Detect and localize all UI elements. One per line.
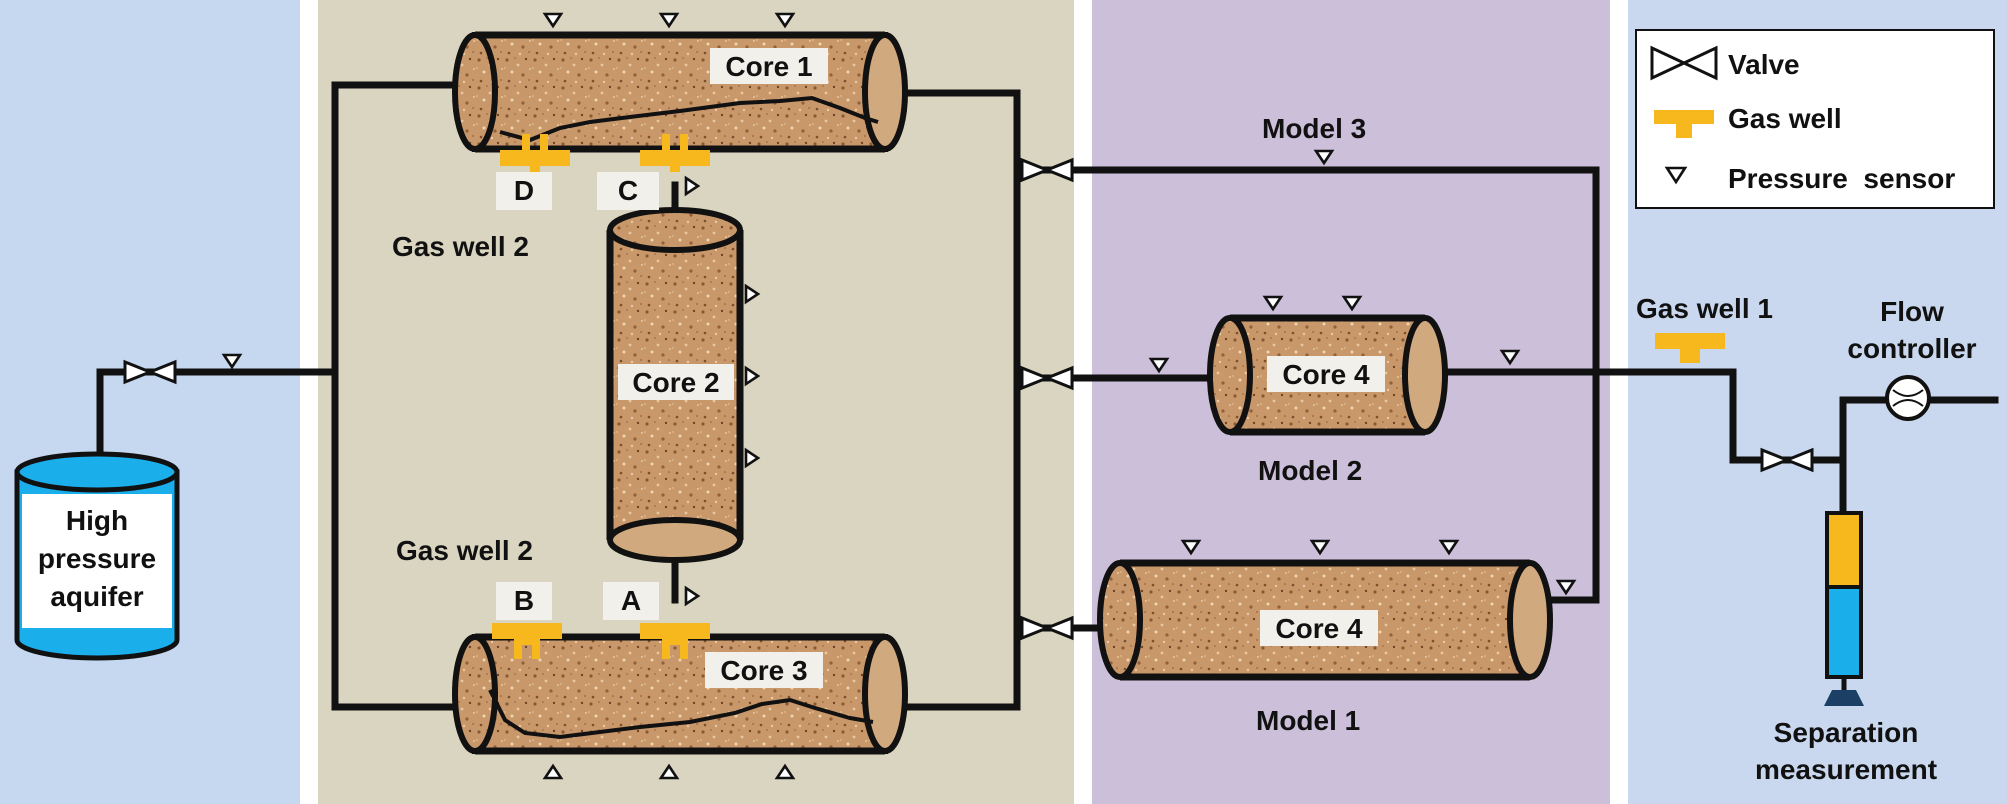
well-label-c: C xyxy=(618,175,638,206)
legend: Valve Gas well Pressure sensor xyxy=(1635,29,1995,209)
model-1-label: Model 1 xyxy=(1256,705,1360,736)
pressure-sensor-icon xyxy=(1664,166,1688,185)
model-2-label: Model 2 xyxy=(1258,455,1362,486)
gas-well-icon xyxy=(500,134,570,172)
flow-controller xyxy=(1885,375,1931,421)
separator-column xyxy=(1824,511,1864,706)
core-2-label: Core 2 xyxy=(632,367,719,398)
core-1-label: Core 1 xyxy=(725,51,812,82)
core-3-label: Core 3 xyxy=(720,655,807,686)
core-1: Core 1 xyxy=(452,31,908,153)
aquifer-label-line3: aquifer xyxy=(50,581,143,612)
gas-well-icon xyxy=(640,623,710,659)
well-label-b: B xyxy=(514,585,534,616)
gas-well-icon xyxy=(1655,333,1725,363)
legend-valve-label: Valve xyxy=(1728,49,1800,80)
high-pressure-aquifer: High pressure aquifer xyxy=(14,451,180,661)
valve-icon xyxy=(1760,447,1814,473)
flow-controller-label-line2: controller xyxy=(1847,333,1976,364)
gas-well-2-bottom-label: Gas well 2 xyxy=(396,535,533,566)
valve-icon xyxy=(1020,365,1074,391)
gas-well-1-label: Gas well 1 xyxy=(1636,293,1773,324)
separation-label-line1: Separation xyxy=(1774,717,1919,748)
flow-controller-label-line1: Flow xyxy=(1880,296,1944,327)
panel-aquifer xyxy=(0,0,300,804)
legend-gas-well-label: Gas well xyxy=(1728,103,1842,134)
well-label-a: A xyxy=(621,585,641,616)
valve-icon xyxy=(1020,615,1074,641)
separation-label-line2: measurement xyxy=(1755,754,1937,785)
pressure-sensors xyxy=(221,12,1577,780)
gas-well-icon xyxy=(640,134,710,172)
core-4-model-2: Core 4 xyxy=(1207,314,1448,436)
gas-well-2-top-label: Gas well 2 xyxy=(392,231,529,262)
aquifer-label-line1: High xyxy=(66,505,128,536)
aquifer-label-line2: pressure xyxy=(38,543,156,574)
valve-icon xyxy=(1650,45,1718,81)
core-2: Core 2 xyxy=(606,207,744,563)
core-4-model-1: Core 4 xyxy=(1097,559,1553,681)
legend-pressure-sensor-label: Pressure sensor xyxy=(1728,163,1955,194)
model-3-label: Model 3 xyxy=(1262,113,1366,144)
core-4-model-1-label: Core 4 xyxy=(1275,613,1363,644)
valve-icon xyxy=(1020,157,1074,183)
core-4-model-2-label: Core 4 xyxy=(1282,359,1370,390)
gas-well-icon xyxy=(1654,110,1714,138)
gas-well-icon xyxy=(492,623,562,659)
well-label-d: D xyxy=(514,175,534,206)
valve-icon xyxy=(123,359,177,385)
